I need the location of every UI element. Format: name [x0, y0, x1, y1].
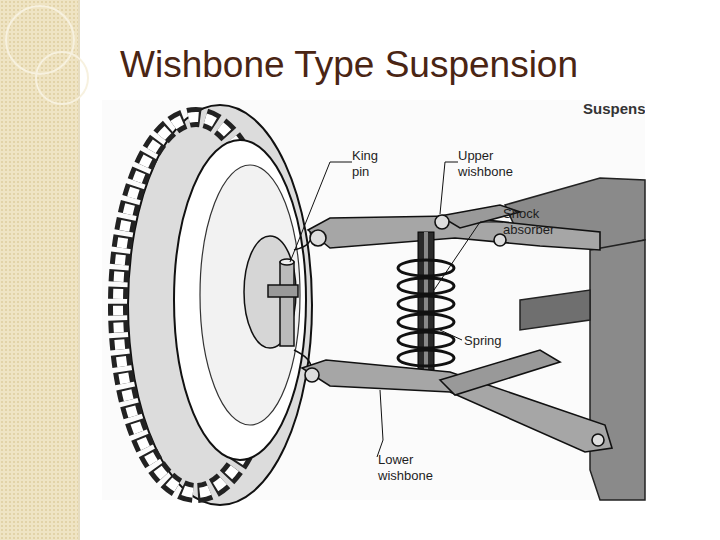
part-label: King pin [352, 148, 392, 180]
king-pin [268, 232, 311, 372]
lower-wishbone [302, 350, 612, 452]
coil-spring [398, 260, 454, 366]
part-label: Upper wishbone [458, 148, 528, 180]
leader-lines [290, 162, 503, 457]
slide-title: Wishbone Type Suspension [120, 44, 578, 86]
side-strip [0, 0, 80, 540]
upper-wishbone [308, 205, 600, 250]
cropped-heading: Suspens [583, 100, 645, 117]
part-label: Shock absorber [503, 206, 563, 238]
decor-circles [6, 6, 88, 104]
wheel [118, 105, 312, 505]
cropped-heading-box: Suspens [583, 100, 645, 122]
part-label: Lower wishbone [378, 452, 444, 484]
part-label: Spring [464, 333, 524, 349]
